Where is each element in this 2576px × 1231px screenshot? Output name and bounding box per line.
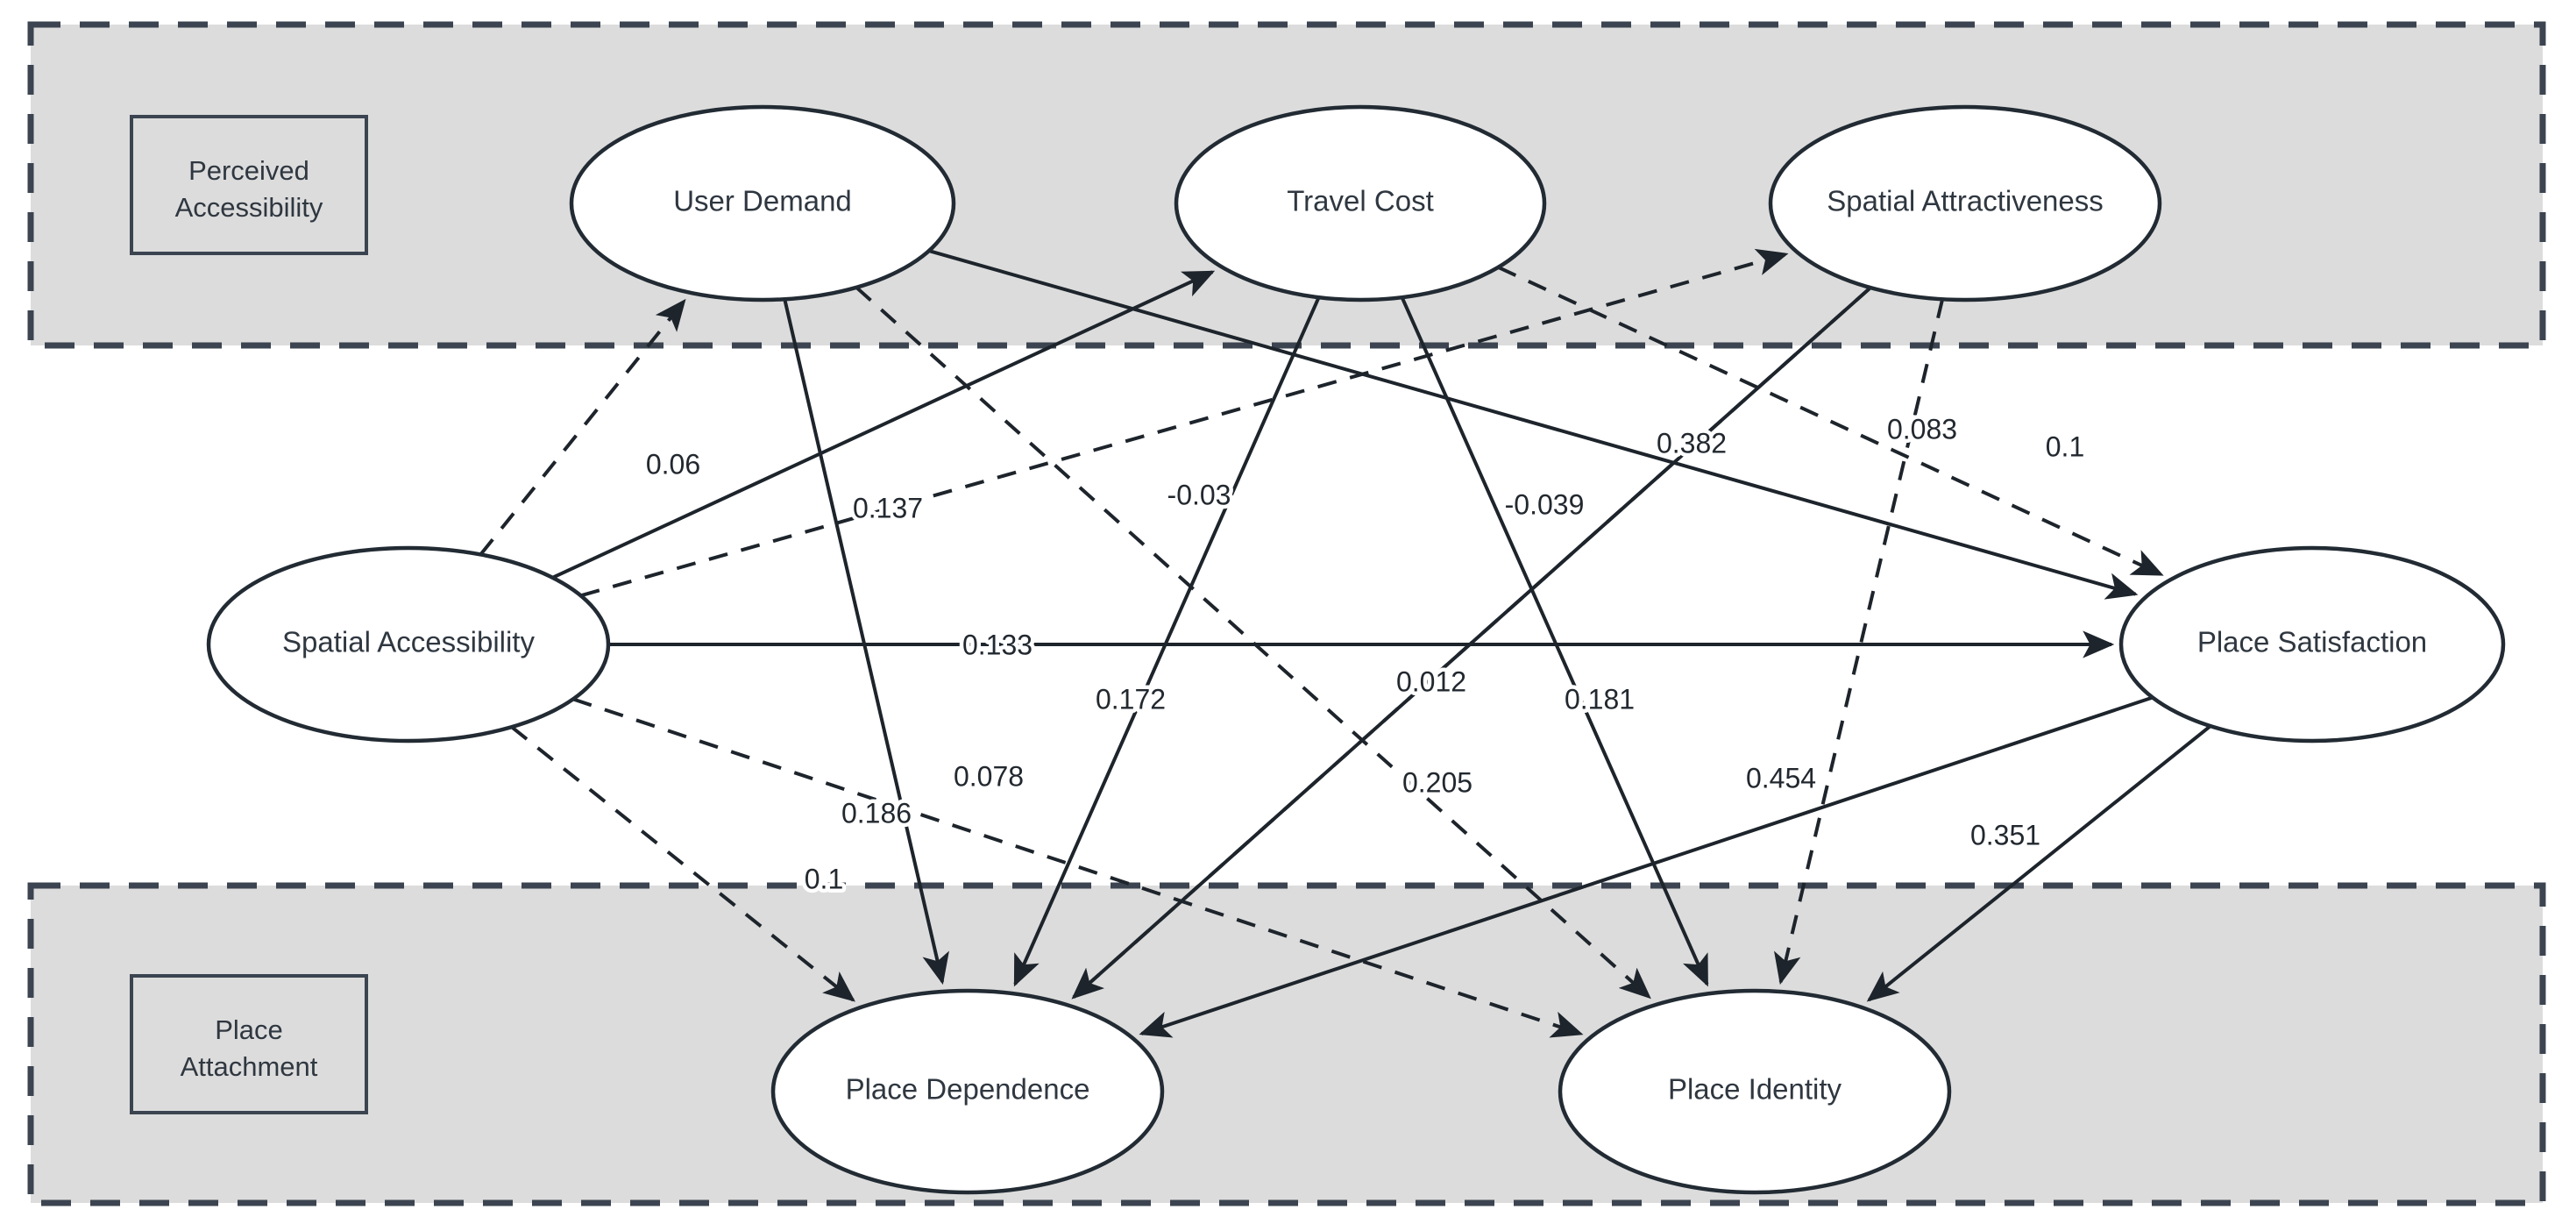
edge-label-ps-pd: 0.454 [1746,762,1816,793]
node-place-identity[interactable]: Place Identity [1558,988,1952,1195]
node-ellipse-place-identity[interactable] [1558,988,1952,1195]
edge-label-ud-pi: 0.012 [1396,665,1466,697]
edge-sa-ud [479,298,686,556]
node-label-travel-cost: Travel Cost [1287,185,1433,217]
edge-ud-pd [783,298,949,986]
edge-label-halo-tc-pi: 0.181 [1565,683,1635,715]
edge-label-halo-tc-ps: -0.039 [1505,488,1585,520]
edges-layer [479,248,2212,1038]
edge-ps-pi [1866,724,2212,1002]
edge-label-tc-pd: 0.172 [1096,683,1166,715]
node-ellipse-user-demand[interactable] [569,104,956,302]
edge-label-halo-sa-ps: 0.133 [962,629,1033,660]
node-ellipse-place-satisfaction[interactable] [2118,545,2506,744]
group-label-place-attachment-line2: Attachment [181,1051,318,1082]
node-label-place-satisfaction: Place Satisfaction [2197,626,2427,658]
edge-labels-layer: 0.060.060.1370.137-0.03-0.030.3820.382-0… [642,409,2088,899]
edge-sa-tc [551,270,1216,580]
edge-label-sa-satt: -0.03 [1167,479,1231,510]
edge-tc-pd [1013,296,1321,987]
edge-label-halo-ps-pd: 0.454 [1746,762,1816,793]
edge-label-halo-sa-pd2: 0.078 [954,760,1024,792]
edge-label-halo-sa-ud: 0.06 [646,448,700,480]
edge-label-satt-pi: 0.1 [2046,430,2084,462]
edge-label-halo-ps-pi: 0.351 [1970,819,2040,850]
edge-label-halo-satt-pd2: 0.205 [1402,766,1473,798]
edge-label-sa-ud: 0.06 [646,448,700,480]
node-spatial-accessibility[interactable]: Spatial Accessibility [206,545,611,744]
group-label-perceived-accessibility-line1: Perceived [188,155,309,186]
edge-label-halo-satt-pi: 0.1 [2046,430,2084,462]
node-label-spatial-accessibility: Spatial Accessibility [282,626,535,658]
node-spatial-attractiveness[interactable]: Spatial Attractiveness [1768,104,2162,302]
group-box-place-attachment [27,882,2546,1206]
edge-label-sa-pd2: 0.078 [954,760,1024,792]
edge-ud-ps [928,249,2139,600]
edge-label-halo-ud-pd: 0.186 [841,797,912,829]
node-ellipse-place-dependence[interactable] [770,988,1165,1195]
edge-label-halo-satt-pd: 0.083 [1887,413,1957,445]
edge-satt-pi [1773,298,1945,986]
edge-label-halo-tc-pd: 0.172 [1096,683,1166,715]
edge-ud-pi [855,286,1651,1000]
edge-tc-pi [1400,296,1709,987]
node-travel-cost[interactable]: Travel Cost [1174,104,1547,302]
edge-tc-ps [1497,266,2164,577]
node-user-demand[interactable]: User Demand [569,104,956,302]
group-label-box-place-attachment [130,974,368,1114]
edge-label-tc-ps: -0.039 [1505,488,1585,520]
edge-label-satt-pd: 0.083 [1887,413,1957,445]
group-place-attachment: Place Attachment [27,882,2546,1206]
edge-label-halo-sa-tc: 0.137 [853,492,923,523]
node-place-dependence[interactable]: Place Dependence [770,988,1165,1195]
edge-label-sa-ps: 0.133 [962,629,1033,660]
edge-satt-pd2 [1071,286,1872,1000]
node-ellipse-spatial-attractiveness[interactable] [1768,104,2162,302]
edge-label-sa-tc: 0.137 [853,492,923,523]
group-label-box-perceived-accessibility [130,115,368,255]
edge-label-sa-pi: 0.1 [805,863,843,894]
node-ellipse-spatial-accessibility[interactable] [206,545,611,744]
edge-label-satt-pd2: 0.205 [1402,766,1473,798]
edge-sa-pd2 [510,725,855,1002]
node-label-place-identity: Place Identity [1668,1073,1842,1106]
node-place-satisfaction[interactable]: Place Satisfaction [2118,545,2506,744]
group-label-place-attachment-line1: Place [215,1014,283,1045]
edge-label-tc-pi: 0.181 [1565,683,1635,715]
node-label-place-dependence: Place Dependence [846,1073,1090,1106]
edge-label-halo-sa-pi: 0.1 [805,863,843,894]
edge-label-halo-ud-pi: 0.012 [1396,665,1466,697]
edge-label-ud-ps: 0.382 [1657,427,1727,459]
group-label-perceived-accessibility-line2: Accessibility [175,192,323,223]
edge-label-halo-ud-ps: 0.382 [1657,427,1727,459]
node-ellipse-travel-cost[interactable] [1174,104,1547,302]
edge-label-ud-pd: 0.186 [841,797,912,829]
edge-ps-pd [1139,695,2154,1038]
node-label-user-demand: User Demand [673,185,852,217]
edge-sa-pi [572,697,1584,1038]
edge-label-ps-pi: 0.351 [1970,819,2040,850]
edge-label-halo-sa-satt: -0.03 [1167,479,1231,510]
node-label-spatial-attractiveness: Spatial Attractiveness [1827,185,2104,217]
edge-sa-satt [580,248,1789,598]
